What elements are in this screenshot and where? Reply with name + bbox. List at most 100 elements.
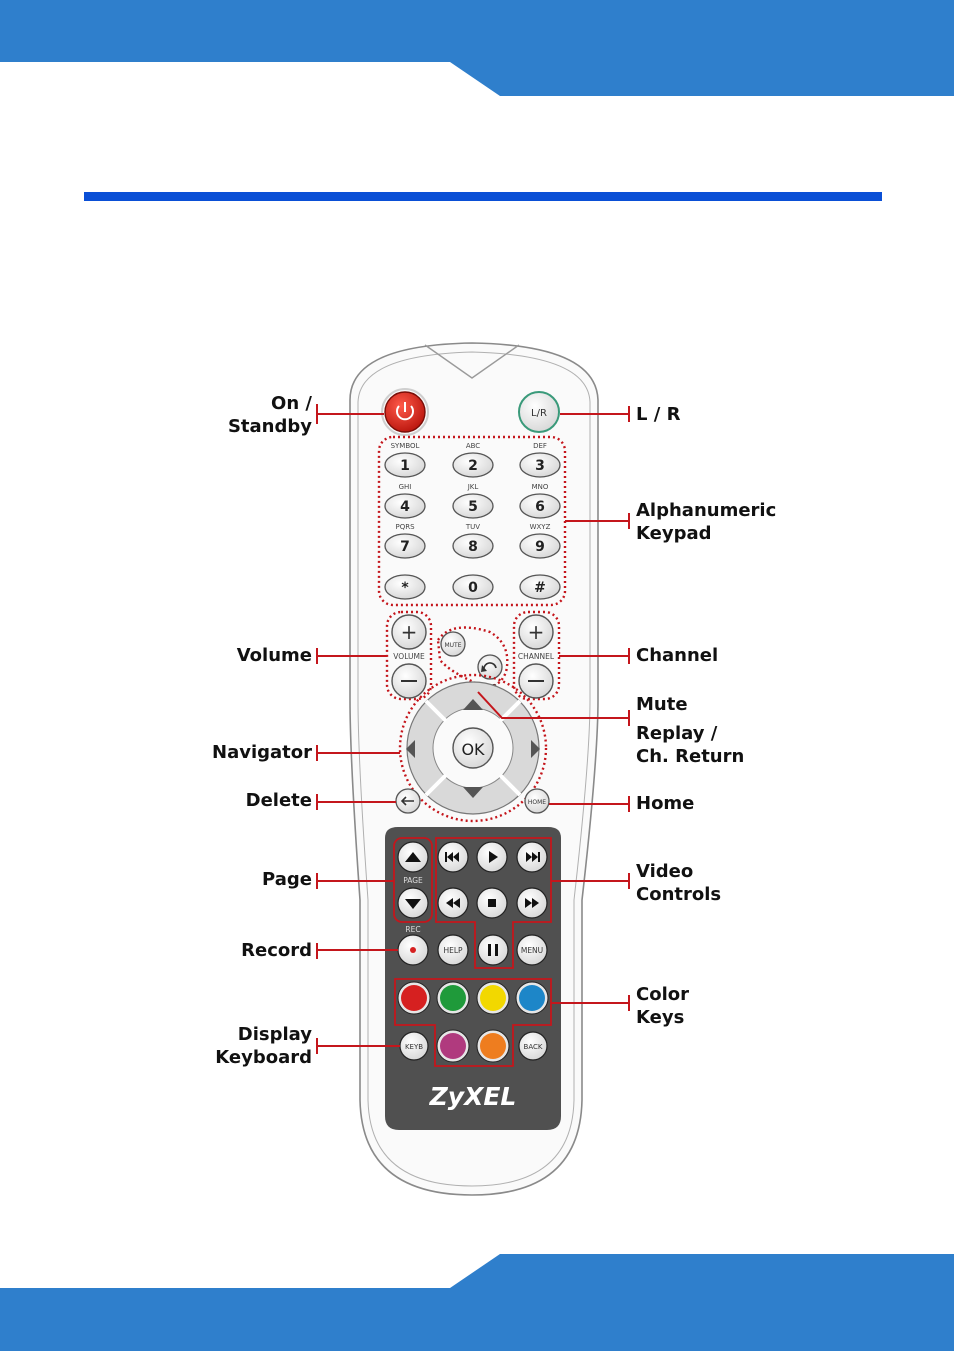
rewind-button[interactable] — [438, 888, 468, 918]
keypad-key-label: 8 — [468, 539, 478, 555]
pause-button[interactable] — [478, 935, 508, 965]
record-dot-icon — [410, 947, 416, 953]
skip-forward-button[interactable] — [517, 842, 547, 872]
keypad-key-6[interactable]: 6 — [520, 494, 560, 518]
keyboard-button[interactable]: KEYB — [400, 1032, 428, 1060]
color-key-purple[interactable] — [437, 1030, 469, 1062]
callout-record: Record — [241, 939, 312, 962]
page-label: PAGE — [403, 876, 423, 885]
keypad-key-label: 5 — [468, 499, 478, 515]
keypad-key-label: 7 — [400, 539, 410, 555]
keypad-key-0[interactable]: 0 — [453, 575, 493, 599]
skip-back-button[interactable] — [438, 842, 468, 872]
record-button[interactable] — [398, 935, 428, 965]
callout-replay-ch-return: Replay /Ch. Return — [636, 722, 744, 768]
keypad-key-label: 0 — [468, 580, 478, 596]
keypad-key-5[interactable]: 5 — [453, 494, 493, 518]
keypad-key-label: # — [534, 580, 546, 596]
keypad-key-7[interactable]: 7 — [385, 534, 425, 558]
keypad-key-label: 6 — [535, 499, 545, 515]
mute-label: MUTE — [444, 642, 461, 649]
keypad-key-label: * — [401, 580, 409, 596]
channel-label: CHANNEL — [518, 652, 555, 661]
remote-diagram: L/R 1 SYMBOL 2 ABC 3 DEF 4 GHI 5 JKL 6 MNO 7 PQRS 8 TUV… — [0, 330, 954, 1210]
callout-page: Page — [262, 868, 312, 891]
color-key-blue[interactable] — [516, 982, 548, 1014]
lr-label: L/R — [531, 408, 547, 419]
keypad-key-star[interactable]: * — [385, 575, 425, 599]
ch-return-button[interactable] — [478, 655, 502, 679]
volume-up-button[interactable]: + — [392, 615, 426, 649]
fast-forward-button[interactable] — [517, 888, 547, 918]
power-button[interactable] — [382, 389, 428, 435]
callout-channel: Channel — [636, 644, 718, 667]
lr-button[interactable]: L/R — [519, 392, 559, 432]
page-down-button[interactable] — [398, 888, 428, 918]
help-button[interactable]: HELP — [438, 935, 468, 965]
back-label: BACK — [524, 1043, 543, 1051]
keypad-key-1[interactable]: 1 — [385, 453, 425, 477]
play-button[interactable] — [477, 842, 507, 872]
section-rule — [84, 192, 882, 201]
keypad-letters: MNO — [532, 483, 549, 491]
callout-home: Home — [636, 792, 694, 815]
svg-text:+: + — [401, 620, 418, 644]
keypad-key-2[interactable]: 2 — [453, 453, 493, 477]
callout-lr: L / R — [636, 403, 680, 426]
top-banner — [0, 0, 954, 100]
delete-button[interactable] — [396, 789, 420, 813]
callout-navigator: Navigator — [212, 741, 312, 764]
keypad-letters: TUV — [465, 523, 480, 531]
keypad-key-label: 4 — [400, 499, 410, 515]
mute-button[interactable]: MUTE — [441, 632, 465, 656]
color-key-green[interactable] — [437, 982, 469, 1014]
callout-on-standby: On /Standby — [228, 392, 312, 438]
ok-button[interactable]: OK — [453, 728, 493, 768]
volume-down-button[interactable] — [392, 664, 426, 698]
ok-label: OK — [461, 740, 485, 759]
keypad-letters: DEF — [533, 442, 547, 450]
stop-button[interactable] — [477, 888, 507, 918]
channel-up-button[interactable]: + — [519, 615, 553, 649]
help-label: HELP — [443, 946, 463, 955]
volume-label: VOLUME — [393, 652, 425, 661]
keypad-key-label: 9 — [535, 539, 545, 555]
bottom-banner — [0, 1250, 954, 1351]
channel-down-button[interactable] — [519, 664, 553, 698]
callout-delete: Delete — [246, 789, 312, 812]
page-up-button[interactable] — [398, 842, 428, 872]
keypad-key-8[interactable]: 8 — [453, 534, 493, 558]
menu-label: MENU — [521, 946, 543, 955]
color-key-red[interactable] — [398, 982, 430, 1014]
keypad-key-label: 3 — [535, 458, 545, 474]
svg-text:+: + — [528, 620, 545, 644]
color-key-orange[interactable] — [477, 1030, 509, 1062]
keypad-key-label: 2 — [468, 458, 478, 474]
keypad-key-3[interactable]: 3 — [520, 453, 560, 477]
home-button[interactable]: HOME — [525, 789, 549, 813]
back-button[interactable]: BACK — [519, 1032, 547, 1060]
keyb-label: KEYB — [405, 1043, 423, 1051]
home-label: HOME — [528, 799, 546, 806]
brand-logo: ZyXEL — [429, 1082, 517, 1111]
keypad-key-label: 1 — [400, 458, 410, 474]
keypad-key-9[interactable]: 9 — [520, 534, 560, 558]
keypad-key-4[interactable]: 4 — [385, 494, 425, 518]
keypad-letters: ABC — [466, 442, 480, 450]
stop-icon — [488, 899, 496, 907]
keypad-key-hash[interactable]: # — [520, 575, 560, 599]
keypad-letters: SYMBOL — [391, 442, 420, 450]
callout-volume: Volume — [237, 644, 312, 667]
keypad-letters: PQRS — [395, 523, 415, 531]
keypad-letters: WXYZ — [530, 523, 551, 531]
callout-mute: Mute — [636, 693, 688, 716]
keypad-letters: GHI — [399, 483, 412, 491]
color-key-yellow[interactable] — [477, 982, 509, 1014]
keypad-letters: JKL — [467, 483, 479, 491]
menu-button[interactable]: MENU — [517, 935, 547, 965]
rec-label: REC — [405, 925, 420, 934]
